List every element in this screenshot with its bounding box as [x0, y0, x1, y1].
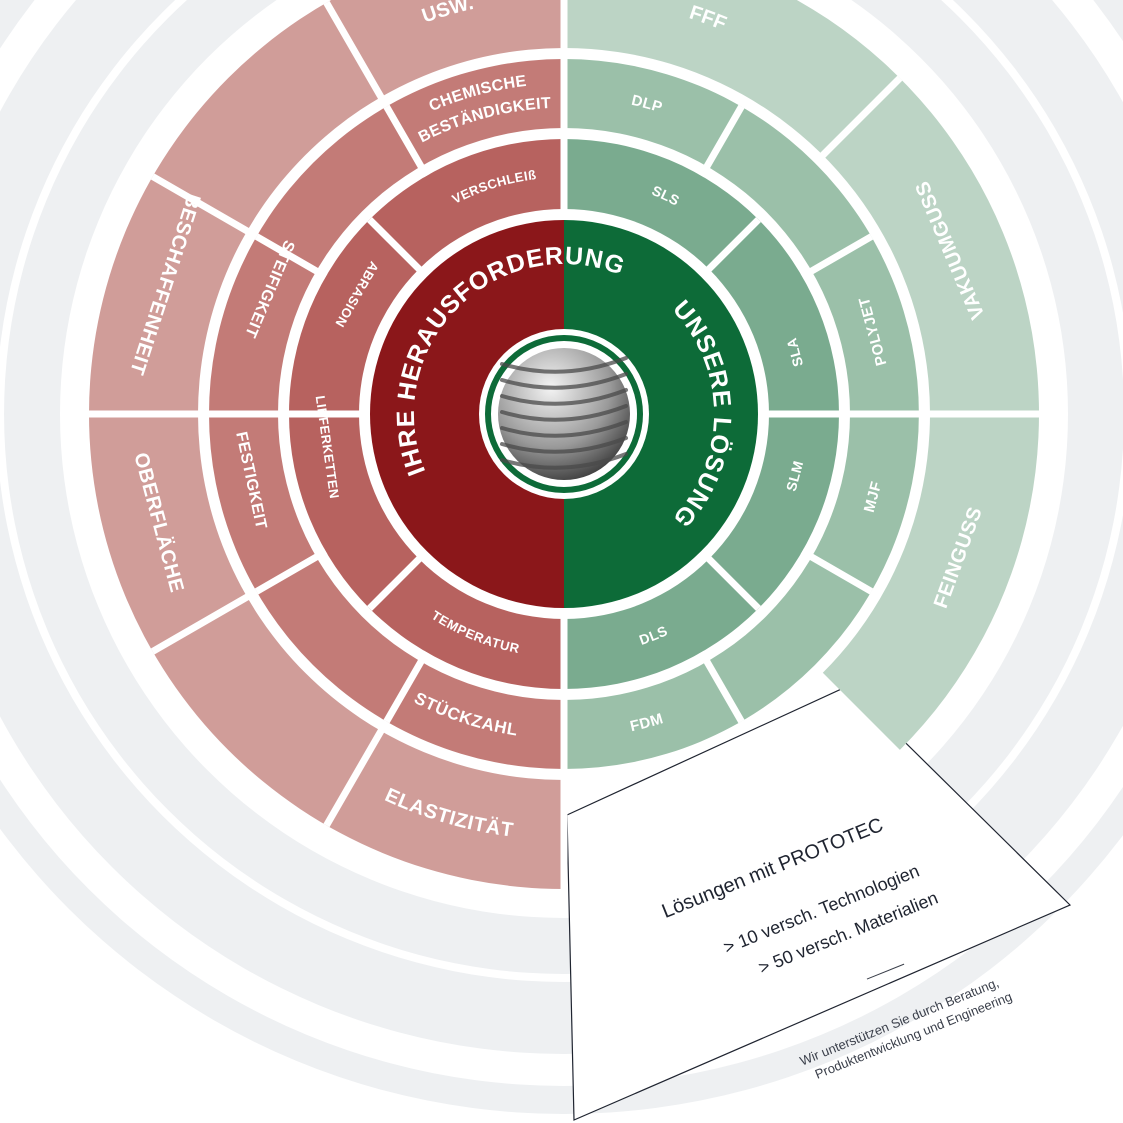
striped-globe-icon	[498, 348, 630, 480]
segment-separator	[383, 104, 430, 178]
label-slm: SLM	[783, 459, 806, 493]
segment-separator	[800, 233, 874, 280]
callout-divider	[866, 963, 905, 980]
globe-stripe	[500, 388, 628, 406]
segment-separator	[698, 548, 761, 611]
segment-separator	[254, 548, 328, 595]
segment-separator	[367, 217, 430, 280]
segment-separator	[254, 233, 328, 280]
segment-separator	[323, 719, 390, 828]
globe-stripe	[500, 356, 628, 374]
segment-separator	[323, 0, 390, 109]
challenge-inner-lieferketten-sector	[289, 219, 420, 414]
globe-stripe	[500, 372, 628, 390]
globe-stripe	[500, 404, 628, 422]
challenge-inner-lieferketten-lower-sector	[289, 414, 420, 609]
challenge-middle-lower-sector	[209, 414, 564, 769]
segment-separator	[698, 650, 745, 724]
segment-separator	[812, 75, 903, 166]
label-sla: SLA	[783, 336, 806, 369]
wheel-sectors	[89, 0, 1039, 895]
segment-separator	[800, 548, 874, 595]
globe-stripe	[500, 436, 628, 454]
segment-separator	[150, 173, 259, 240]
backdrop-ring	[3, 0, 1123, 974]
globe-stripe	[500, 420, 628, 438]
challenge-inner-temperatur-sector	[369, 558, 564, 689]
segment-separator	[367, 548, 430, 611]
solution-middle-sector	[564, 59, 919, 769]
logo-ring	[485, 335, 643, 493]
segment-separator	[383, 650, 430, 724]
segment-separator	[698, 217, 761, 280]
challenge-middle-upper-sector	[209, 59, 564, 414]
prototec-callout-panel	[566, 685, 1072, 1121]
core-hub: IHRE HERAUSFORDERUNG UNSERE LÖSUNG	[370, 220, 758, 608]
challenge-core	[370, 220, 564, 608]
globe-stripe	[500, 452, 628, 470]
segment-separator	[150, 588, 259, 655]
challenge-outer-upper-sector	[89, 0, 564, 414]
solution-outer-sector	[564, 0, 1039, 750]
solution-inner-sector	[564, 139, 839, 689]
challenge-outer-lower-sector	[89, 414, 564, 889]
solution-core	[564, 220, 758, 608]
segment-separator	[698, 104, 745, 178]
challenge-inner-abrasion-sector	[369, 139, 564, 270]
